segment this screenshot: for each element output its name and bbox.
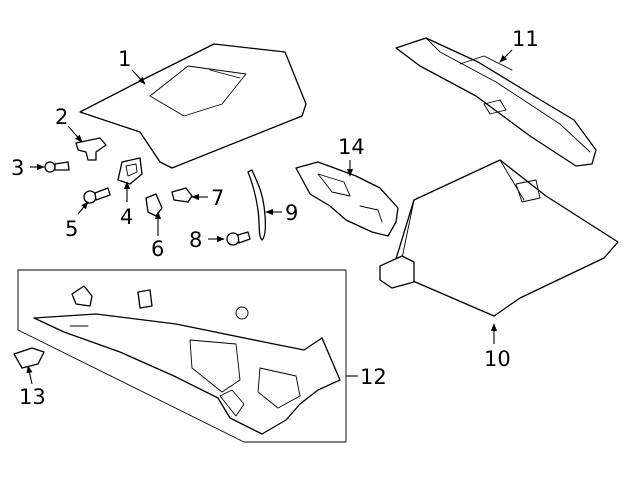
callout-7: 7: [211, 186, 224, 210]
part-8-bolt: [226, 231, 251, 246]
callout-10: 10: [484, 347, 511, 371]
callout-13: 13: [19, 385, 46, 409]
callout-1: 1: [118, 47, 131, 71]
part-3-screw: [44, 161, 70, 173]
leader-lines: [26, 49, 513, 385]
callout-3: 3: [11, 156, 24, 180]
part-11-tonneau-cover: [395, 37, 597, 167]
part-2-bracket: [75, 137, 107, 161]
part-12-box: [17, 269, 347, 443]
callout-9: 9: [285, 201, 298, 225]
part-12-trim-panel: [33, 285, 341, 435]
callout-2: 2: [55, 105, 68, 129]
part-7-nut-clip: [171, 187, 193, 203]
callout-6: 6: [151, 237, 164, 261]
callout-4: 4: [120, 205, 133, 229]
callout-11: 11: [512, 27, 539, 51]
callout-14: 14: [338, 135, 365, 159]
part-14-latch-bracket: [295, 161, 399, 237]
part-1-cover-panel: [79, 43, 307, 169]
part-10-cargo-shelf: [379, 159, 619, 317]
callout-12: 12: [360, 365, 387, 389]
part-5-bolt: [83, 187, 111, 204]
part-6-clip: [145, 193, 163, 217]
part-9-strap: [247, 169, 266, 241]
callout-8: 8: [189, 228, 202, 252]
callout-5: 5: [65, 217, 78, 241]
part-4-clip: [117, 157, 143, 185]
part-13-bracket: [13, 347, 45, 369]
